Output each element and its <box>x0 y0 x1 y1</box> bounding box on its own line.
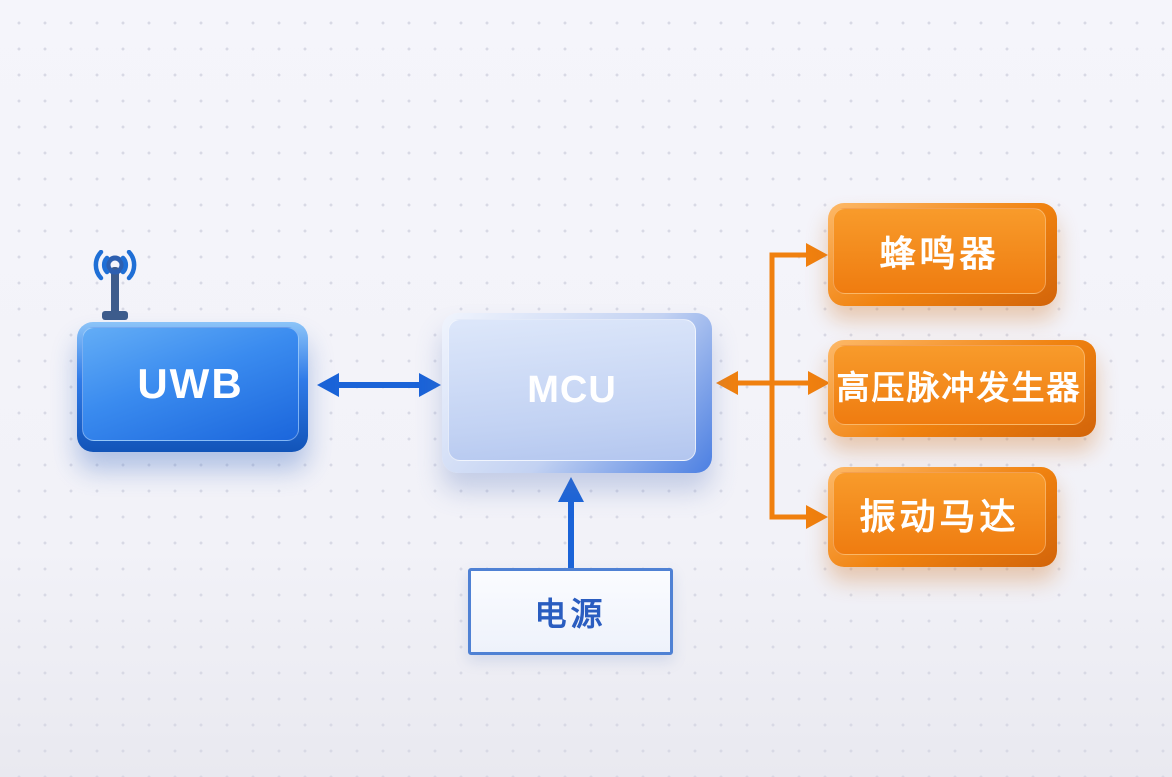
node-vibration-motor-face: 振动马达 <box>833 472 1046 555</box>
node-hv-pulse-generator: 高压脉冲发生器 <box>828 340 1096 437</box>
node-vibration-motor: 振动马达 <box>828 467 1057 567</box>
node-buzzer-label: 蜂鸣器 <box>879 233 1000 274</box>
power-mcu-arrow <box>558 477 584 568</box>
uwb-mcu-arrow <box>317 373 441 397</box>
mcu-peripherals-connector <box>716 243 830 529</box>
node-mcu-label: MCU <box>527 368 617 411</box>
node-uwb-label: UWB <box>137 360 244 407</box>
node-hv-pulse-generator-face: 高压脉冲发生器 <box>833 345 1085 425</box>
node-buzzer-face: 蜂鸣器 <box>833 208 1046 294</box>
antenna-icon <box>93 250 137 320</box>
node-hv-pulse-generator-label: 高压脉冲发生器 <box>836 369 1082 406</box>
node-uwb: UWB <box>77 322 308 452</box>
node-uwb-face: UWB <box>82 327 299 441</box>
node-mcu: MCU <box>442 313 712 473</box>
node-mcu-face: MCU <box>448 319 696 461</box>
node-vibration-motor-label: 振动马达 <box>859 495 1020 537</box>
node-power: 电源 <box>468 568 673 655</box>
node-buzzer: 蜂鸣器 <box>828 203 1057 306</box>
node-power-label: 电源 <box>534 595 607 632</box>
